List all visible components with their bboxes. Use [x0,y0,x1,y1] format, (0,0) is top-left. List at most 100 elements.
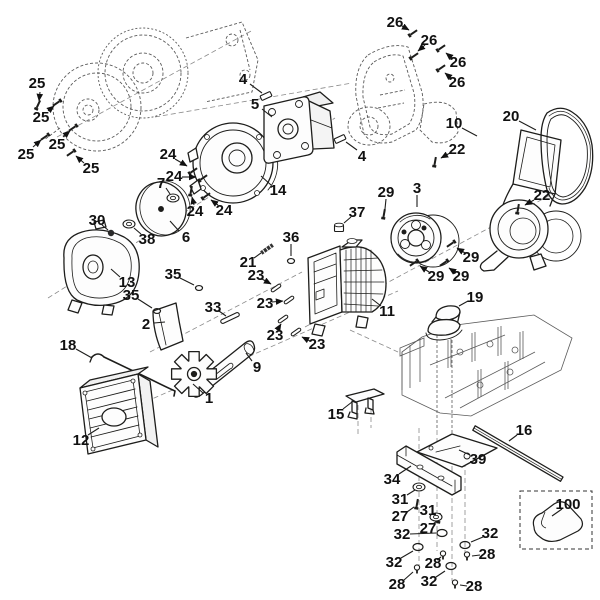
callout-label-26: 26 [449,74,466,91]
bolt-glyph [451,579,459,589]
callout-label-2: 2 [142,316,150,333]
leader-line-7 [165,187,171,195]
leader-line-24 [174,158,188,167]
callout-label-18: 18 [60,337,77,354]
leader-line-25 [62,130,71,139]
ring-glyph [459,540,471,550]
callout-label-33: 33 [205,299,222,316]
leader-line-16 [508,434,518,442]
pin-glyph [277,314,289,324]
callout-label-25: 25 [18,146,35,163]
leader-line-32 [409,532,437,535]
ring-glyph [445,561,457,571]
pin-glyph [270,283,282,293]
callout-label-23: 23 [257,295,274,312]
callout-label-1: 1 [205,390,213,407]
leader-line-21 [253,252,262,259]
callout-label-29: 29 [378,184,395,201]
callout-label-36: 36 [283,229,300,246]
leader-line-24 [210,199,219,207]
callout-label-24: 24 [160,146,177,163]
part-100-gasket [532,501,584,543]
callout-label-3: 3 [413,180,421,197]
rod-glyph [220,312,240,324]
callout-label-22: 22 [449,141,466,158]
screw-glyph [435,64,446,73]
callout-label-32: 32 [386,554,403,571]
leader-line-30 [101,224,109,231]
callout-label-20: 20 [503,108,520,125]
leader-line-6 [169,220,180,232]
leader-line-25 [75,155,85,164]
screw-glyph [409,258,420,267]
callout-label-9: 9 [253,359,261,376]
leader-line-4 [345,141,358,151]
washer-glyph [122,219,136,229]
part-12-grille [79,366,159,455]
part-34-bracket [396,445,462,496]
screw-glyph [197,174,208,183]
screw-glyph [407,29,418,38]
callout-label-4: 4 [239,71,248,88]
leader-line-9 [245,352,253,362]
leader-line-26 [417,43,426,52]
screw-glyph [439,258,450,267]
callout-label-26: 26 [421,32,438,49]
callout-label-5: 5 [251,96,259,113]
leader-line-38 [133,227,142,235]
callout-label-24: 24 [187,203,204,220]
callout-label-100: 100 [555,496,580,513]
ring-glyph [412,542,424,552]
leader-line-31 [431,512,435,516]
leader-line-11 [371,298,382,307]
leader-line-28 [459,584,468,587]
part-39-plate [416,433,498,468]
reference-chassis-frame [399,314,573,436]
callout-label-29: 29 [453,268,470,285]
callout-label-29: 29 [463,249,480,266]
leader-line-10 [461,127,478,137]
callout-label-25: 25 [49,136,66,153]
leader-line-23 [261,277,272,285]
callout-label-31: 31 [420,502,437,519]
bolt-glyph [413,564,421,574]
part-13-cover [63,219,140,316]
leader-line-29 [419,265,430,273]
callout-label-35: 35 [123,287,140,304]
leader-line-28 [471,554,481,557]
leader-line-12 [87,427,100,436]
callout-label-10: 10 [446,115,463,132]
callout-label-34: 34 [384,471,401,488]
leader-line-32 [400,550,414,559]
leader-line-35 [137,298,153,309]
leader-line-28 [436,556,442,561]
callout-label-16: 16 [516,422,533,439]
callout-label-22: 22 [534,187,551,204]
callout-label-23: 23 [267,327,284,344]
pin-glyph [290,327,302,337]
part-3-clutch [390,212,460,268]
callout-label-25: 25 [83,160,100,177]
washer-glyph [166,193,180,203]
bolt-glyph [439,550,447,560]
leader-line-23 [274,323,282,332]
leader-line-18 [75,348,93,359]
leader-line-19 [458,300,469,307]
part-20-v-belt [540,107,594,205]
callout-label-23: 23 [248,267,265,284]
screw-glyph [446,239,457,248]
leader-line-28 [403,571,414,581]
part-1-impeller [170,350,218,398]
callout-label-28: 28 [479,546,496,563]
screw-glyph [187,167,198,176]
part-5-pump [263,91,335,164]
part-19-rubber-foot [425,305,463,341]
screw-glyph [68,123,79,132]
leader-line-33 [218,310,227,317]
leader-line-32 [470,536,484,543]
leader-line-20 [518,120,537,131]
part-11-pump-housing [307,238,387,337]
bolt-glyph [463,551,471,561]
leader-line-34 [398,465,412,475]
